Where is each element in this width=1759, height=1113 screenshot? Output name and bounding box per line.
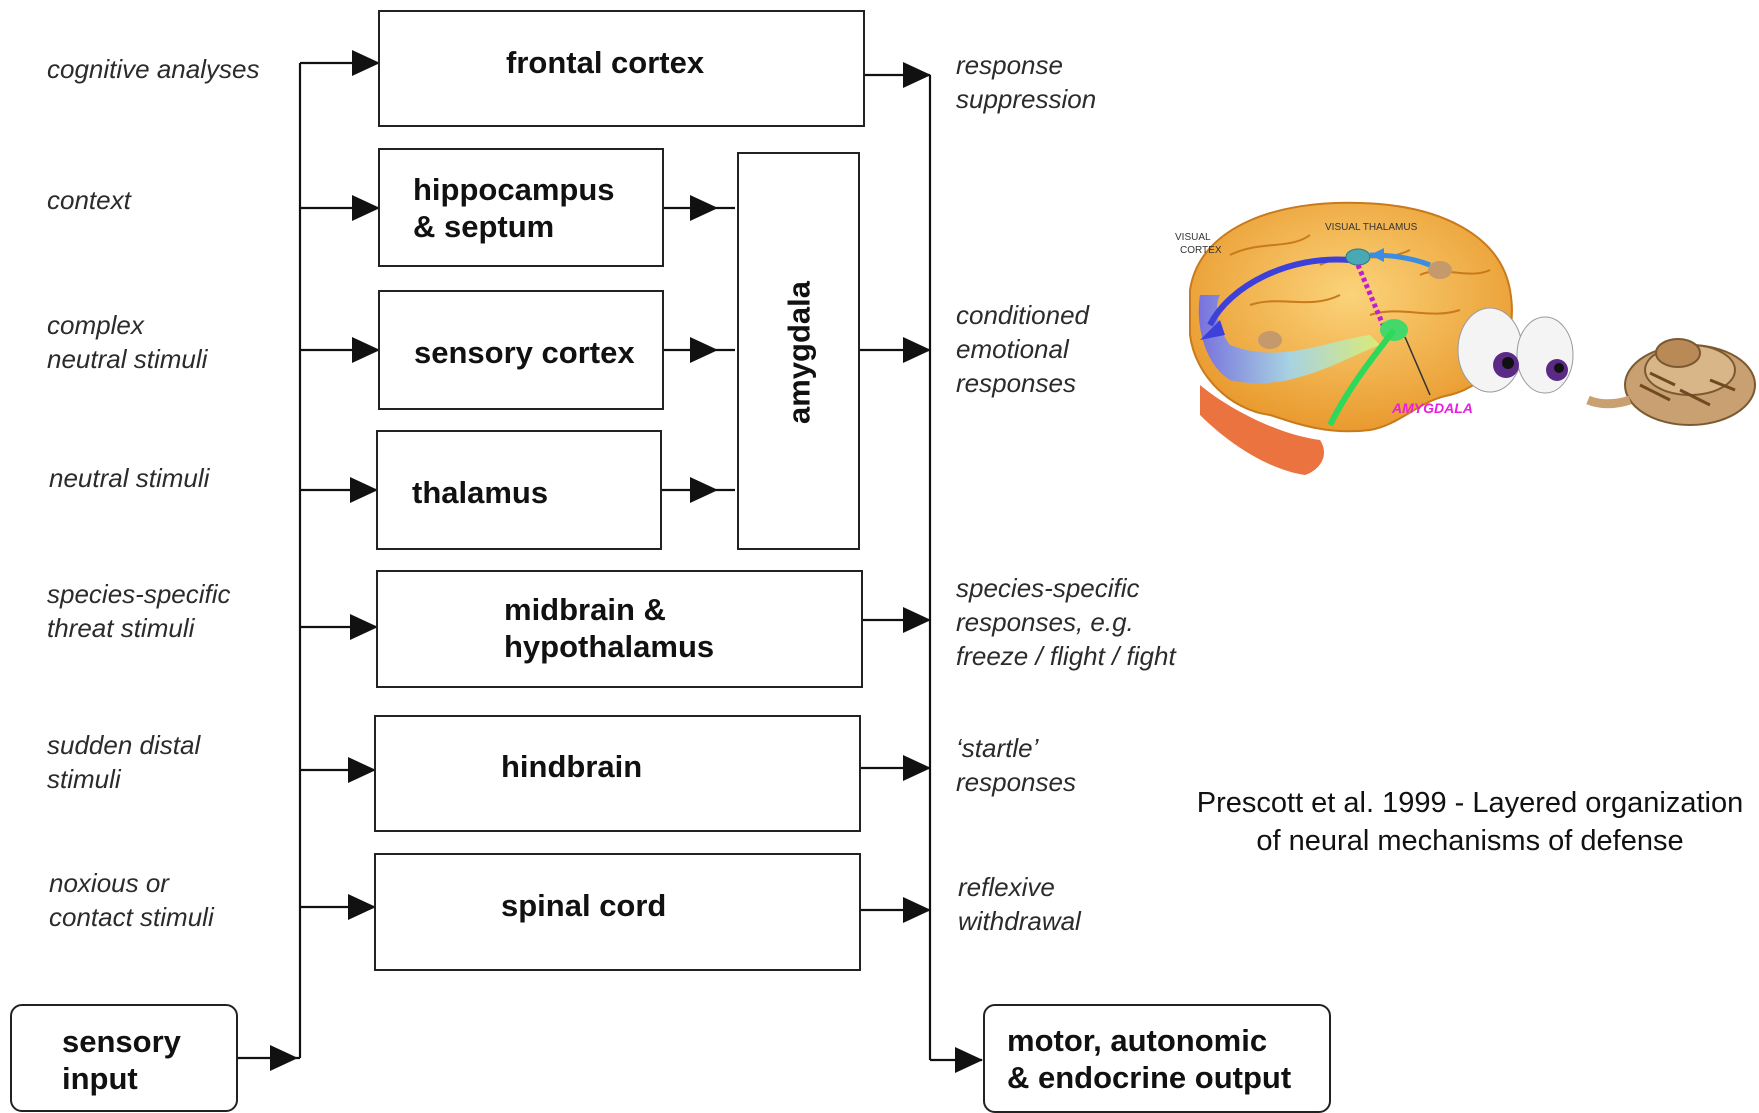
output-label-species: species-specific responses, e.g. freeze … bbox=[956, 573, 1176, 671]
box-spinal-cord: spinal cord bbox=[374, 853, 861, 971]
citation-caption: Prescott et al. 1999 - Layered organizat… bbox=[1196, 787, 1744, 857]
box-label: thalamus bbox=[412, 475, 549, 510]
box-thalamus: thalamus bbox=[376, 430, 662, 550]
input-label-cognitive: cognitive analyses bbox=[47, 54, 260, 84]
box-label: hippocampus & septum bbox=[413, 172, 615, 244]
brain-icon: VISUAL CORTEX VISUAL THALAMUS AMYGDALA bbox=[1175, 201, 1513, 475]
box-label: midbrain & hypothalamus bbox=[504, 592, 715, 664]
box-hippocampus-septum: hippocampus & septum bbox=[378, 148, 664, 267]
box-label: hindbrain bbox=[501, 749, 643, 784]
input-label-noxious: noxious or contact stimuli bbox=[49, 868, 214, 932]
illu-label-visual-cortex-1: VISUAL bbox=[1175, 232, 1211, 243]
eyes-icon bbox=[1457, 307, 1574, 394]
input-label-complex: complex neutral stimuli bbox=[47, 310, 208, 374]
box-sensory-cortex: sensory cortex bbox=[378, 290, 664, 410]
box-output: motor, autonomic & endocrine output bbox=[983, 1004, 1331, 1113]
box-label: spinal cord bbox=[501, 888, 667, 923]
illu-label-amygdala: AMYGDALA bbox=[1391, 400, 1473, 416]
box-label: sensory input bbox=[62, 1024, 181, 1096]
box-label: motor, autonomic & endocrine output bbox=[1007, 1023, 1292, 1095]
input-label-species: species-specific threat stimuli bbox=[47, 579, 231, 643]
box-amygdala: amygdala bbox=[737, 152, 860, 550]
snake-icon bbox=[1586, 338, 1756, 426]
output-label-startle: ‘startle’ responses bbox=[956, 733, 1076, 797]
input-label-neutral: neutral stimuli bbox=[49, 463, 210, 493]
box-label: frontal cortex bbox=[506, 45, 705, 80]
brain-illustration: VISUAL CORTEX VISUAL THALAMUS AMYGDALA bbox=[1175, 201, 1756, 475]
box-frontal-cortex: frontal cortex bbox=[378, 10, 865, 127]
output-label-suppression: response suppression bbox=[956, 50, 1097, 114]
illu-label-visual-cortex-2: CORTEX bbox=[1180, 245, 1222, 256]
box-label: amygdala bbox=[781, 281, 817, 425]
output-label-reflexive: reflexive withdrawal bbox=[958, 872, 1081, 936]
box-sensory-input: sensory input bbox=[10, 1004, 238, 1112]
input-label-context: context bbox=[47, 185, 131, 215]
illu-label-visual-thalamus: VISUAL THALAMUS bbox=[1325, 222, 1418, 233]
output-label-conditioned: conditioned emotional responses bbox=[956, 300, 1089, 398]
input-label-sudden: sudden distal stimuli bbox=[47, 730, 201, 794]
box-label: sensory cortex bbox=[414, 335, 635, 370]
box-hindbrain: hindbrain bbox=[374, 715, 861, 832]
box-midbrain-hypothalamus: midbrain & hypothalamus bbox=[376, 570, 863, 688]
